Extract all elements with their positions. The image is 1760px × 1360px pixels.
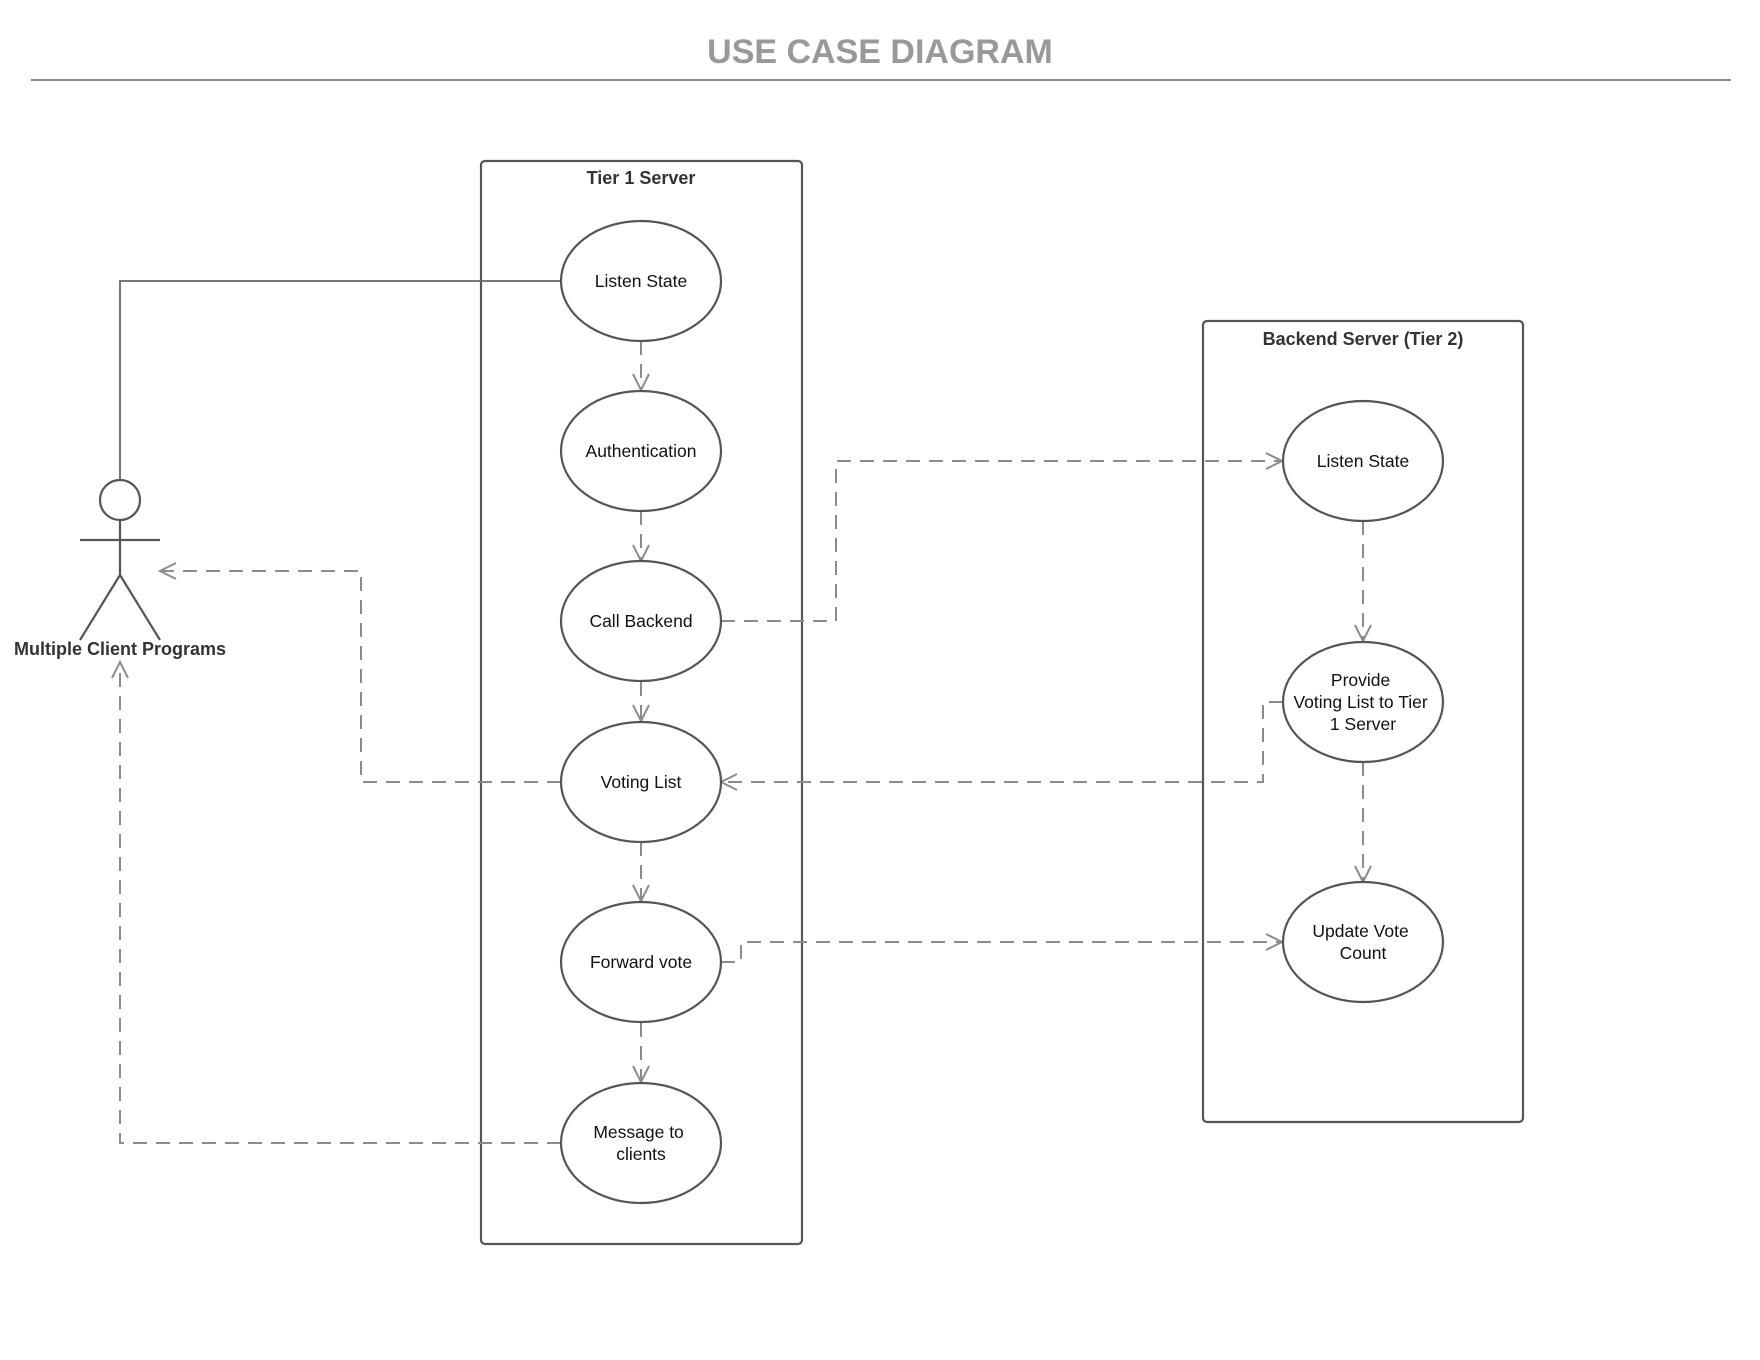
tier1-title: Tier 1 Server bbox=[587, 168, 696, 188]
svg-text:Forward vote: Forward vote bbox=[590, 952, 692, 972]
tier1-boundary: Tier 1 Server bbox=[479, 159, 804, 1246]
dependency-voting-to-actor bbox=[160, 571, 561, 783]
svg-text:Update Vote Count: Update Vote Count bbox=[1312, 921, 1413, 963]
svg-text:Listen State: Listen State bbox=[1317, 451, 1409, 471]
usecase-forward-vote: Forward vote bbox=[559, 900, 723, 1024]
dependency-forward-to-update bbox=[721, 942, 1282, 963]
svg-text:Provide Voting List to T: Provide Voting List to Tier 1 Server bbox=[1293, 670, 1432, 734]
usecase-authentication: Authentication bbox=[559, 389, 723, 513]
usecase-provide-voting-list: Provide Voting List to Tier 1 Server bbox=[1281, 640, 1445, 764]
actor-stick-figure-icon bbox=[79, 478, 161, 641]
svg-text:Voting List: Voting List bbox=[601, 772, 682, 792]
usecase-message-to-clients: Message to clients bbox=[559, 1081, 723, 1205]
dependency-message-to-actor bbox=[120, 662, 561, 1144]
tier2-title: Backend Server (Tier 2) bbox=[1263, 329, 1464, 349]
actor-association-line bbox=[119, 280, 561, 480]
usecase-update-vote-count: Update Vote Count bbox=[1281, 880, 1445, 1004]
actor-label: Multiple Client Programs bbox=[14, 639, 226, 659]
dependency-call-to-backend-listen bbox=[721, 461, 1282, 622]
svg-text:Authentication: Authentication bbox=[586, 441, 697, 461]
page-title: USE CASE DIAGRAM bbox=[707, 33, 1053, 71]
svg-text:Listen State: Listen State bbox=[595, 271, 687, 291]
usecase-backend-listen-state: Listen State bbox=[1281, 399, 1445, 523]
svg-text:Message to clients: Message to clients bbox=[593, 1122, 688, 1164]
usecase-voting-list: Voting List bbox=[559, 720, 723, 844]
dependency-provide-to-voting bbox=[721, 701, 1283, 782]
svg-text:Call Backend: Call Backend bbox=[589, 611, 692, 631]
usecase-call-backend: Call Backend bbox=[559, 559, 723, 683]
usecase-listen-state: Listen State bbox=[559, 219, 723, 343]
